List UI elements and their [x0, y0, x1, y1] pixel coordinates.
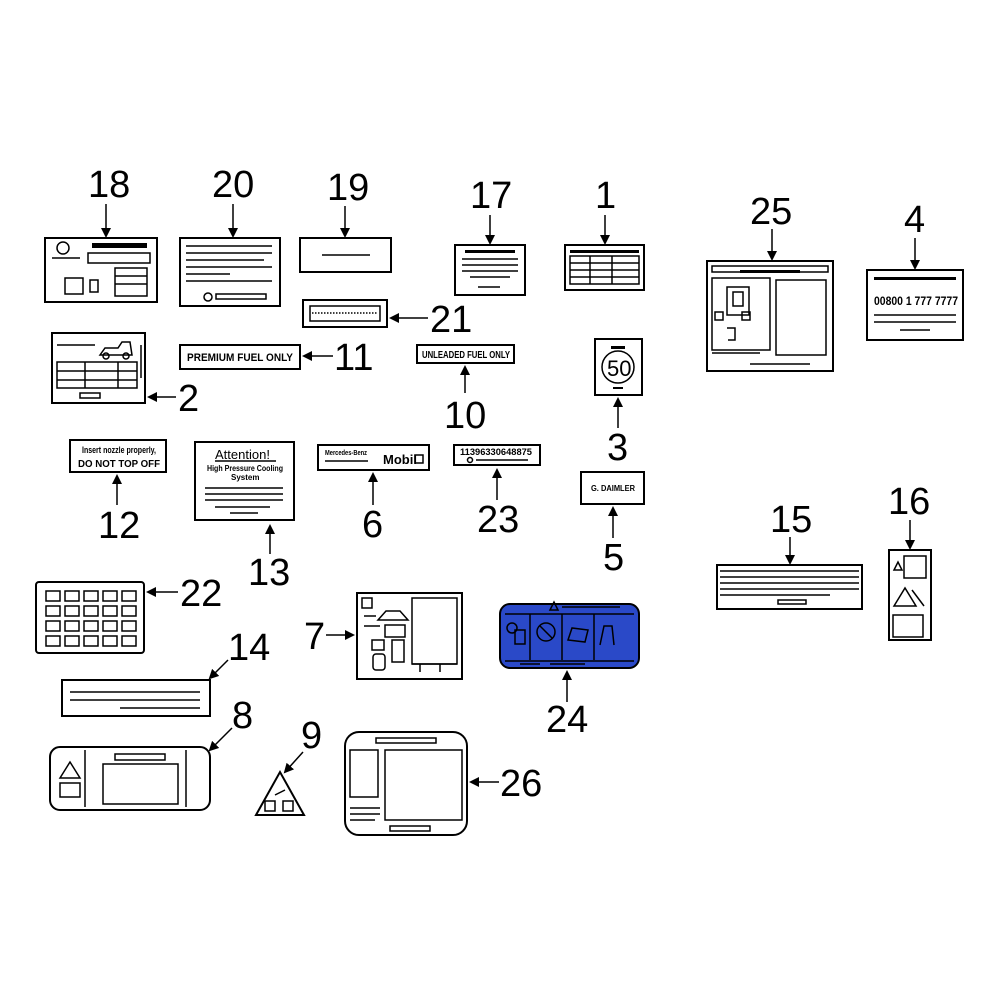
part-3-label[interactable]: 50: [594, 338, 643, 396]
callout-20: 20: [212, 164, 254, 206]
callout-16: 16: [888, 481, 930, 523]
part-13-label[interactable]: Attention! High Pressure Cooling System: [194, 441, 295, 521]
nozzle-text-line1: Insert nozzle properly,: [82, 445, 156, 455]
part-23-label[interactable]: 11396330648875: [453, 444, 541, 466]
callout-25: 25: [750, 191, 792, 233]
attention-subtitle-2: System: [231, 473, 259, 482]
callout-3: 3: [607, 427, 628, 469]
part-8-label[interactable]: [49, 746, 211, 811]
part-21-label[interactable]: [302, 299, 388, 328]
speed-limit-value: 50: [607, 356, 631, 381]
callout-22: 22: [180, 573, 222, 615]
part-4-label[interactable]: 00800 1 777 7777: [866, 269, 964, 341]
part-26-label[interactable]: [344, 731, 468, 836]
part-19-label[interactable]: [299, 237, 392, 273]
part-2-label[interactable]: [51, 332, 146, 404]
part-20-label[interactable]: [179, 237, 281, 307]
callout-10: 10: [444, 395, 486, 437]
part-9-label[interactable]: [254, 769, 306, 816]
callout-13: 13: [248, 552, 290, 594]
attention-title: Attention!: [215, 447, 270, 462]
callout-19: 19: [327, 167, 369, 209]
daimler-text: G. DAIMLER: [591, 484, 635, 493]
part-15-label[interactable]: [716, 564, 863, 610]
callout-11: 11: [334, 337, 373, 379]
part-14-label[interactable]: [61, 679, 211, 717]
callout-7: 7: [304, 616, 325, 658]
callout-14: 14: [228, 627, 270, 669]
callout-21: 21: [430, 299, 472, 341]
part-6-label[interactable]: Mercedes-Benz Mobil: [317, 444, 430, 471]
part-22-label[interactable]: [35, 581, 145, 654]
callout-18: 18: [88, 164, 130, 206]
callout-8: 8: [232, 695, 253, 737]
part-11-label[interactable]: PREMIUM FUEL ONLY: [179, 344, 301, 370]
attention-subtitle-1: High Pressure Cooling: [207, 464, 283, 473]
part-12-label[interactable]: Insert nozzle properly, DO NOT TOP OFF: [69, 439, 167, 473]
part-16-label[interactable]: [888, 549, 932, 641]
callout-17: 17: [470, 175, 512, 217]
part-5-label[interactable]: G. DAIMLER: [580, 471, 645, 505]
part-18-label[interactable]: [44, 237, 158, 303]
callout-4: 4: [904, 199, 925, 241]
callout-5: 5: [603, 537, 624, 579]
mercedes-text: Mercedes-Benz: [325, 450, 367, 457]
callout-23: 23: [477, 499, 519, 541]
phone-number: 00800 1 777 7777: [874, 294, 958, 308]
part-24-label-highlighted[interactable]: [499, 600, 640, 669]
callout-2: 2: [178, 378, 199, 420]
nozzle-text-line2: DO NOT TOP OFF: [78, 459, 160, 470]
callout-6: 6: [362, 504, 383, 546]
premium-fuel-text: PREMIUM FUEL ONLY: [187, 352, 294, 364]
callout-12: 12: [98, 505, 140, 547]
mobil-text: Mobil: [383, 452, 417, 467]
callout-9: 9: [301, 715, 322, 757]
part-1-label[interactable]: [564, 244, 645, 291]
grid-cells: [45, 590, 137, 647]
callout-26: 26: [500, 763, 542, 805]
callout-15: 15: [770, 499, 812, 541]
part-25-label[interactable]: [706, 260, 834, 372]
callout-24: 24: [546, 699, 588, 741]
callout-1: 1: [595, 175, 616, 217]
part-7-label[interactable]: [356, 592, 463, 680]
unleaded-fuel-text: UNLEADED FUEL ONLY: [422, 350, 510, 361]
number-23-text: 11396330648875: [460, 447, 532, 457]
part-10-label[interactable]: UNLEADED FUEL ONLY: [416, 344, 515, 364]
part-17-label[interactable]: [454, 244, 526, 296]
